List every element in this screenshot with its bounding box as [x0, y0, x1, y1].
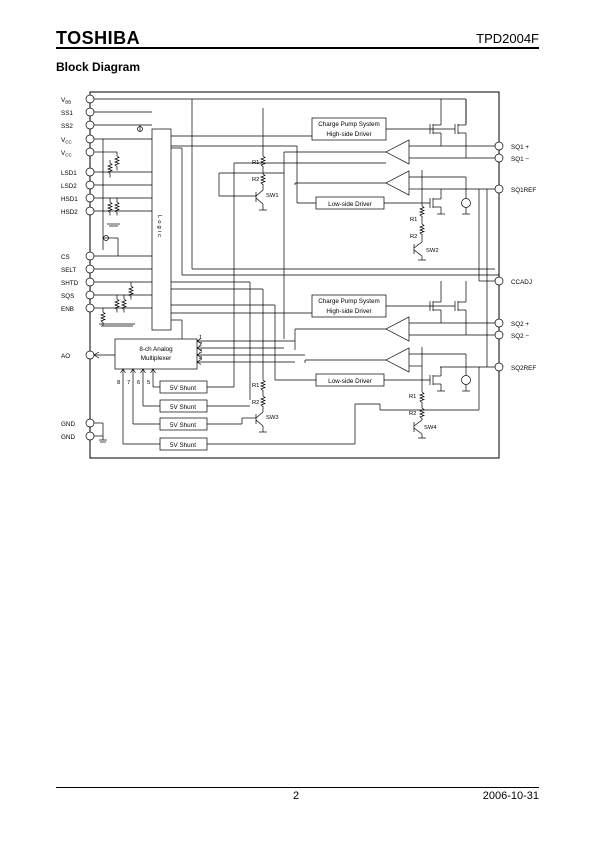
sw3-label: SW3 [266, 415, 279, 421]
pin-label-ccadj: CCADJ [511, 279, 532, 286]
mux-in-7: 7 [127, 380, 130, 386]
r2-label-sw1: R2 [252, 177, 259, 183]
header-rule [56, 47, 539, 49]
sw4-group [413, 367, 426, 439]
analog-mux-block [114, 338, 198, 370]
pin-label-vcc-2: VCC [61, 150, 72, 158]
comparator-1a [385, 139, 410, 165]
pin-label-hsd2: HSD2 [61, 209, 78, 216]
pin-label-ss1: SS1 [61, 110, 73, 117]
pin-label-vcc-1: VCC [61, 137, 72, 145]
pin-label-gnd-2: GND [61, 434, 75, 441]
mux-in-1: 1 [199, 335, 202, 341]
mux-line1: 8-ch Analog [139, 346, 173, 353]
comparator-1b [385, 170, 410, 196]
shunt-label-4: 5V Shunt [170, 442, 196, 449]
footer-rule [56, 787, 539, 788]
cp1-line2: High-side Driver [326, 131, 371, 138]
pin-label-cs: CS [61, 254, 70, 261]
r2-label-sw4: R2 [409, 411, 416, 417]
r1-label-sw3: R1 [252, 383, 259, 389]
pin-label-selt: SELT [61, 267, 76, 274]
pin-label-enb: ENB [61, 306, 74, 313]
mux-in-3: 3 [199, 349, 202, 355]
logic-block [151, 128, 172, 331]
lower-channel-wiring [171, 99, 495, 411]
input-wiring [94, 98, 466, 327]
shunt-block-3 [159, 417, 208, 431]
section-title: Block Diagram [56, 60, 141, 74]
shunt-wiring [207, 162, 386, 445]
pin-label-ss2: SS2 [61, 123, 73, 130]
page-number: 2 [293, 790, 300, 802]
pin-label-hsd1: HSD1 [61, 196, 78, 203]
mux-in-2: 2 [199, 342, 202, 348]
pin-label-sq1-minus: SQ1 − [511, 156, 529, 163]
pin-label-lsd2: LSD2 [61, 183, 77, 190]
pin-label-sqs: SQS [61, 293, 74, 300]
sw2-label: SW2 [426, 248, 439, 254]
sw1-group [218, 108, 267, 211]
footer-date: 2006-10-31 [482, 790, 539, 802]
pin-label-sq2ref: SQ2REF [511, 365, 536, 372]
r1-label-sw4: R1 [409, 394, 416, 400]
sw4-label: SW4 [424, 425, 437, 431]
shunt-label-3: 5V Shunt [170, 422, 196, 429]
lsd1-label: Low-side Driver [328, 201, 372, 208]
mux-wiring [93, 320, 305, 445]
r2-label-sw3: R2 [252, 400, 259, 406]
mux-line2: Multiplexer [141, 355, 171, 362]
comparator-2a [385, 316, 410, 342]
pin-label-vbb: VBB [61, 97, 71, 105]
sw2-group [413, 189, 426, 261]
pin-label-sq1ref: SQ1REF [511, 187, 536, 194]
lsd2-label: Low-side Driver [328, 378, 372, 385]
mux-in-8: 8 [117, 380, 120, 386]
pin-label-sq2-minus: SQ2 − [511, 333, 529, 340]
shunt-label-1: 5V Shunt [170, 385, 196, 392]
logic-label: Logic [156, 215, 162, 239]
cp2-line1: Charge Pump System [318, 298, 380, 305]
comparator-2b [385, 347, 410, 373]
cp1-line1: Charge Pump System [318, 121, 380, 128]
cp2-line2: High-side Driver [326, 308, 371, 315]
part-number: TPD2004F [476, 31, 539, 46]
brand-logo: TOSHIBA [56, 28, 141, 48]
mux-in-4: 4 [199, 356, 203, 362]
mux-in-6: 6 [137, 380, 140, 386]
pin-label-sq1-plus: SQ1 + [511, 144, 529, 151]
sw1-label: SW1 [266, 193, 279, 199]
sw3-group [207, 289, 267, 433]
pin-label-sq2-plus: SQ2 + [511, 321, 529, 328]
ground-wiring [94, 422, 107, 443]
shunt-label-2: 5V Shunt [170, 404, 196, 411]
mux-in-5: 5 [147, 380, 150, 386]
pin-label-gnd-1: GND [61, 421, 75, 428]
r1-label-sw2: R1 [410, 217, 417, 223]
pin-label-lsd1: LSD1 [61, 170, 77, 177]
r2-label-sw2: R2 [410, 234, 417, 240]
pin-label-shtd: SHTD [61, 280, 79, 287]
pin-label-ao: AO [61, 353, 70, 360]
